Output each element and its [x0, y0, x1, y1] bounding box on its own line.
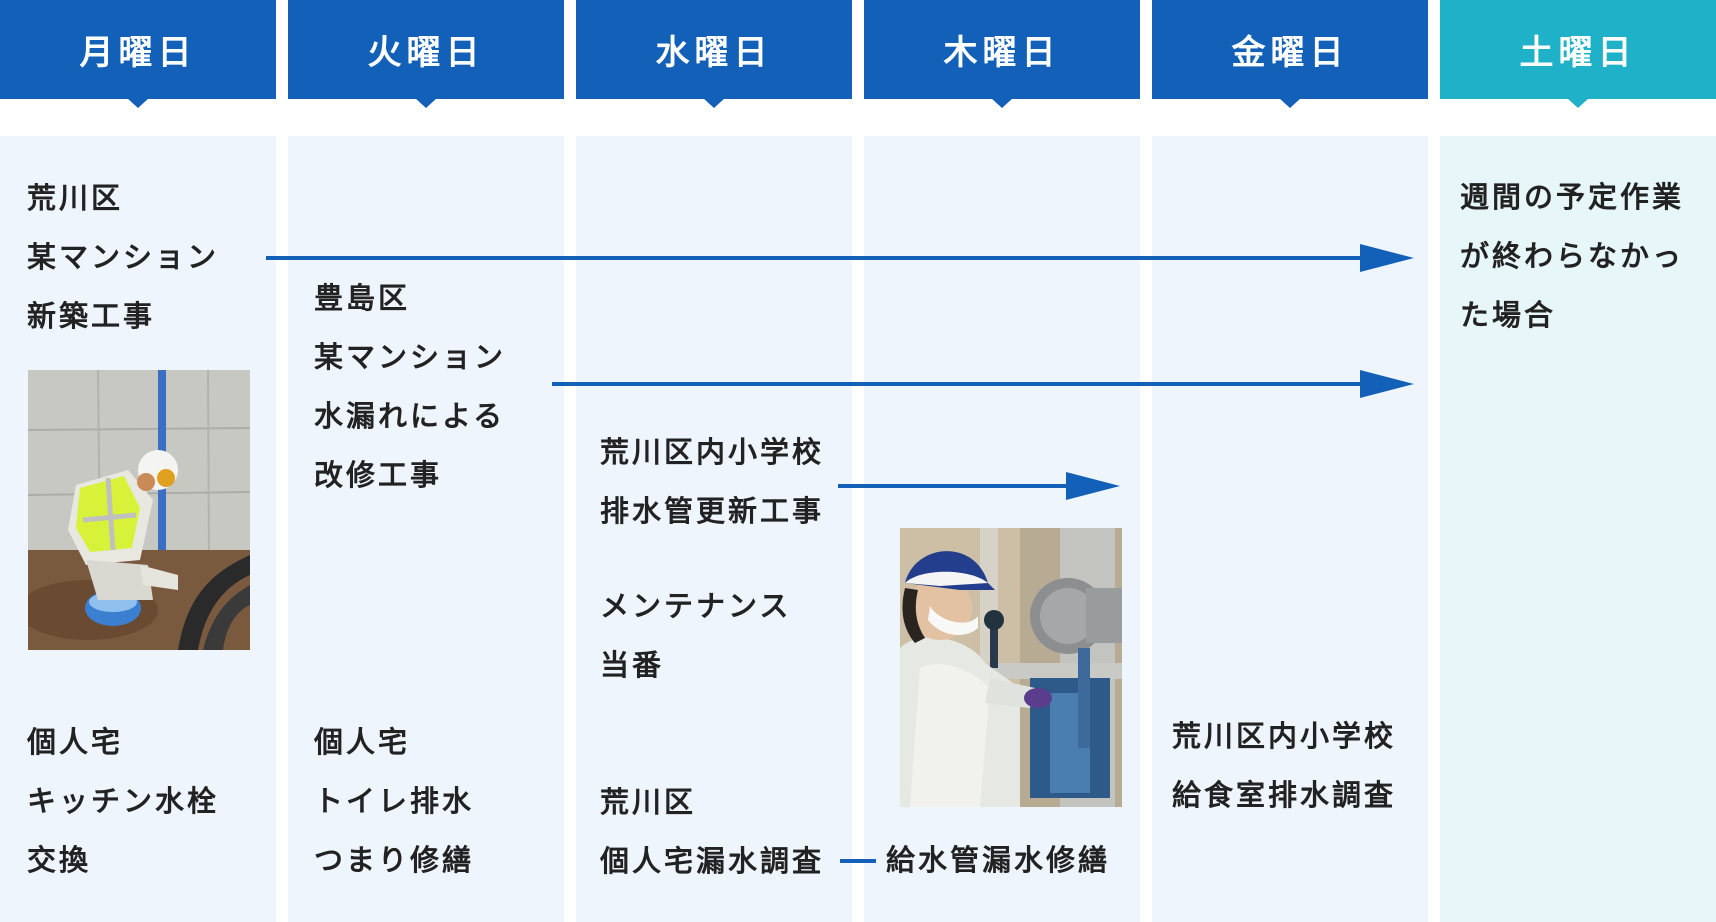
task-line: 荒川区内小学校: [600, 435, 825, 469]
task-line: メンテナンス: [600, 589, 792, 623]
photo-thursday-worker: [900, 528, 1122, 807]
task-line: 給水管漏水修繕: [886, 843, 1111, 877]
task-line: 荒川区: [27, 181, 124, 215]
task-line: 交換: [27, 843, 92, 877]
task-line: 改修工事: [314, 458, 443, 492]
task-tuesday-leak-renovation: 豊島区 某マンション 水漏れによる 改修工事: [314, 269, 506, 505]
saturday-column: [1440, 136, 1716, 922]
task-wednesday-leak-investigation: 荒川区 個人宅漏水調査: [600, 773, 824, 891]
task-line: キッチン水栓: [27, 784, 220, 818]
task-tuesday-toilet-drain: 個人宅 トイレ排水 つまり修繕: [314, 713, 474, 890]
photo-monday-worker: [28, 370, 250, 650]
day-header-monday: 月曜日: [0, 0, 276, 108]
task-friday-kitchen-drain-survey: 荒川区内小学校 給食室排水調査: [1172, 707, 1396, 825]
task-line: が終わらなかっ: [1460, 239, 1685, 273]
task-line: 荒川区内小学校: [1172, 719, 1397, 753]
task-line: 水漏れによる: [314, 399, 506, 433]
wednesday-column: [576, 136, 852, 922]
task-thursday-supply-pipe-repair: 給水管漏水修繕: [886, 831, 1110, 890]
task-line: 個人宅漏水調査: [600, 844, 825, 878]
task-line: 豊島区: [314, 281, 411, 315]
task-line: 荒川区: [600, 785, 697, 819]
task-line: 某マンション: [27, 240, 220, 274]
day-header-wednesday: 水曜日: [576, 0, 852, 108]
task-line: トイレ排水: [314, 784, 475, 818]
task-wednesday-school-pipe: 荒川区内小学校 排水管更新工事: [600, 423, 824, 541]
task-line: 給食室排水調査: [1172, 778, 1397, 812]
day-header-saturday: 土曜日: [1440, 0, 1716, 108]
task-line: 排水管更新工事: [600, 494, 825, 528]
task-monday-kitchen-faucet: 個人宅 キッチン水栓 交換: [27, 713, 219, 890]
task-line: 当番: [600, 648, 665, 682]
task-line: 某マンション: [314, 340, 507, 374]
day-header-thursday: 木曜日: [864, 0, 1140, 108]
task-line: た場合: [1460, 298, 1557, 332]
task-line: 週間の予定作業: [1460, 180, 1685, 214]
task-line: 個人宅: [314, 725, 411, 759]
tuesday-column: [288, 136, 564, 922]
task-monday-mansion-construction: 荒川区 某マンション 新築工事: [27, 169, 219, 346]
task-line: 新築工事: [27, 299, 156, 333]
saturday-note: 週間の予定作業 が終わらなかっ た場合: [1460, 168, 1684, 345]
day-header-friday: 金曜日: [1152, 0, 1428, 108]
day-header-tuesday: 火曜日: [288, 0, 564, 108]
task-line: つまり修繕: [314, 843, 475, 877]
task-wednesday-maintenance: メンテナンス 当番: [600, 577, 791, 695]
task-line: 個人宅: [27, 725, 124, 759]
